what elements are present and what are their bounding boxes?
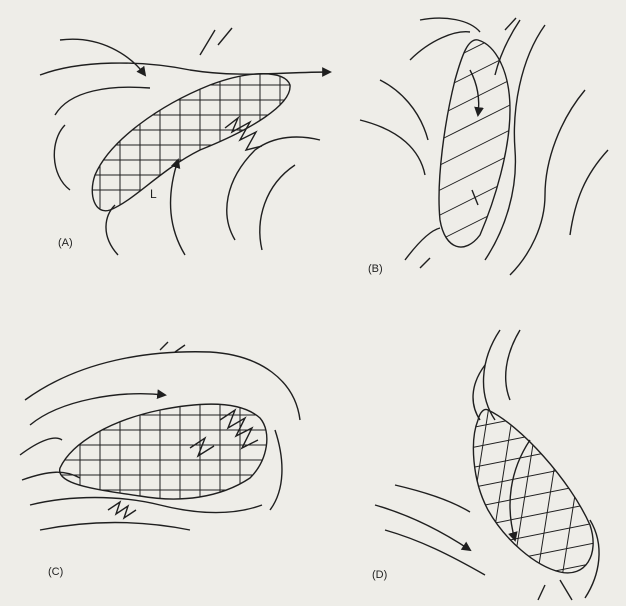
panel-c-label: (C): [48, 566, 63, 578]
panel-b: (B): [360, 18, 608, 275]
panel-a-label: (A): [58, 237, 73, 249]
panel-c: (C): [20, 342, 300, 578]
panel-d-label: (D): [372, 569, 387, 581]
panel-d: (D): [372, 330, 610, 600]
low-pressure-mark: L: [150, 187, 157, 201]
panel-a: (A) L: [40, 28, 330, 255]
panel-b-label: (B): [368, 263, 383, 275]
